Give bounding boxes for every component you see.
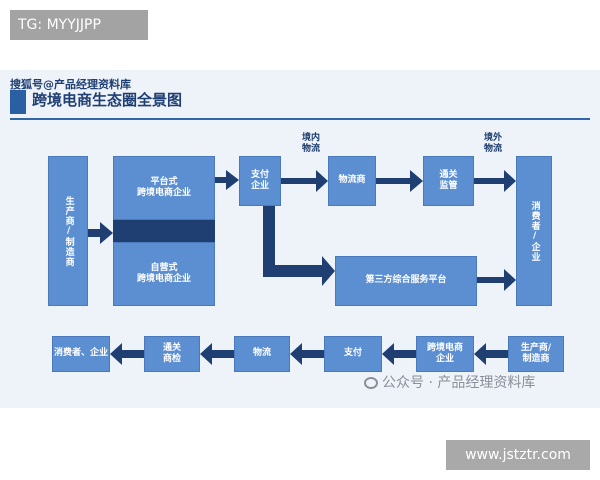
box-payment-bottom-label: 支付 [343, 348, 362, 359]
arrow-payment-to-thirdparty [263, 256, 335, 286]
box-consumer-right: 消费者/企业 [516, 156, 552, 306]
box-payment-bottom: 支付 [324, 336, 382, 372]
box-ec-bottom-label: 跨境电商 企业 [426, 342, 463, 364]
wechat-icon [364, 377, 378, 389]
arrow-ecb-to-paymentb [382, 343, 416, 365]
arrow-payment-down-stem [263, 206, 275, 277]
box-payment-top-label: 支付 企业 [250, 169, 269, 191]
diagram-title: 跨境电商生态圈全景图 [32, 91, 183, 109]
arrow-producer-to-platform [88, 222, 113, 244]
ec-divider [113, 220, 215, 242]
title-accent-bar [10, 90, 26, 114]
box-customs-bottom-label: 通关 商检 [162, 342, 181, 364]
box-customs-top-label: 通关 监管 [439, 169, 458, 191]
arrow-payment-to-logistics [280, 170, 328, 192]
url-badge: www.jstztr.com [446, 440, 590, 470]
box-third-party: 第三方综合服务平台 [335, 256, 477, 306]
box-self-run-ec-label: 自营式 跨境电商企业 [136, 262, 191, 284]
box-producer-top-label: 生产商/制造商 [63, 195, 74, 267]
watermark-text: 公众号 · 产品经理资料库 [382, 375, 536, 391]
box-customs-bottom: 通关 商检 [144, 336, 200, 372]
box-consumer-bottom-label: 消费者、企业 [53, 348, 108, 359]
arrow-platform-to-payment [215, 170, 239, 190]
box-producer-bottom-label: 生产商/ 制造商 [520, 342, 552, 364]
arrow-thirdparty-to-consumer [477, 269, 516, 291]
box-payment-top: 支付 企业 [239, 156, 281, 206]
box-producer-bottom: 生产商/ 制造商 [508, 336, 564, 372]
box-third-party-label: 第三方综合服务平台 [365, 275, 447, 286]
box-customs-top: 通关 监管 [423, 156, 474, 206]
box-self-run-ec: 自营式 跨境电商企业 [113, 242, 215, 306]
box-logistics-top: 物流商 [328, 156, 376, 206]
title-rule [10, 118, 590, 120]
box-logistics-bottom-label: 物流 [252, 348, 271, 359]
tg-badge: TG: MYYJJPP [10, 10, 148, 40]
source-overlay: 搜狐号@产品经理资料库 [10, 78, 131, 91]
box-consumer-right-label: 消费者/企业 [529, 200, 540, 262]
wechat-watermark: 公众号 · 产品经理资料库 [364, 372, 535, 392]
box-ec-bottom: 跨境电商 企业 [416, 336, 474, 372]
box-logistics-top-label: 物流商 [338, 175, 366, 186]
label-domestic-logistics: 境内 物流 [301, 133, 320, 154]
arrow-logistics-to-customs [376, 170, 423, 192]
box-platform-ec-label: 平台式 跨境电商企业 [136, 176, 191, 198]
box-logistics-bottom: 物流 [234, 336, 290, 372]
box-consumer-bottom: 消费者、企业 [52, 336, 110, 372]
arrow-customsb-to-consumerb [110, 343, 144, 365]
arrow-logisticsb-to-customsb [200, 343, 234, 365]
arrow-customs-to-consumer [474, 170, 516, 192]
label-overseas-logistics: 境外 物流 [483, 133, 502, 154]
box-producer-top: 生产商/制造商 [48, 156, 88, 306]
box-platform-ec: 平台式 跨境电商企业 [113, 156, 215, 220]
arrow-paymentb-to-logisticsb [290, 343, 324, 365]
arrow-producerb-to-ecb [474, 343, 508, 365]
